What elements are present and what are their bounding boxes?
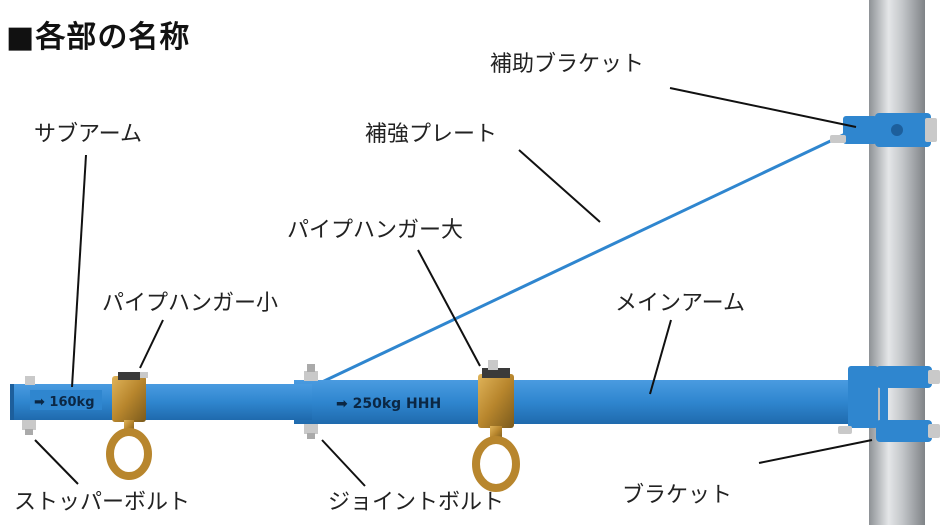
label-sub-arm: サブアーム	[34, 122, 143, 147]
label-main-arm: メインアーム	[615, 291, 746, 316]
label-auxiliary-bracket: 補助ブラケット	[490, 52, 645, 77]
leader-line-sub-arm	[71, 154, 87, 388]
leader-line-stopper-bolt	[34, 439, 79, 485]
sub-arm-marking-plate	[30, 390, 102, 410]
sub-arm-capacity-mark: ➡ 160kg	[34, 395, 95, 410]
small-pipe-hanger	[106, 372, 152, 480]
stopper-bolt	[22, 376, 36, 435]
reinforcement-plate	[321, 125, 861, 384]
page-heading: ■各部の名称	[6, 20, 191, 55]
main-arm-capacity-mark: ➡ 250kg HHH	[336, 396, 441, 412]
sub-arm-end-cap	[10, 384, 14, 420]
leader-line-pipe-hanger-small	[139, 319, 164, 369]
main-arm	[294, 380, 856, 424]
leader-line-joint-bolt	[321, 439, 366, 487]
label-pipe-hanger-small: パイプハンガー小	[102, 291, 279, 316]
vertical-pipe	[869, 0, 925, 525]
label-joint-bolt: ジョイントボルト	[328, 490, 505, 515]
label-bracket: ブラケット	[622, 483, 733, 508]
large-pipe-hanger	[472, 360, 520, 492]
leader-line-bracket	[758, 439, 873, 464]
joint-bolt	[304, 364, 318, 439]
leader-line-pipe-hanger-large	[417, 249, 481, 367]
label-reinforcement-plate: 補強プレート	[365, 122, 498, 147]
auxiliary-bracket	[830, 113, 937, 147]
main-bracket	[838, 366, 940, 442]
leader-line-auxiliary-bracket	[669, 87, 857, 128]
label-stopper-bolt: ストッパーボルト	[14, 490, 191, 515]
label-pipe-hanger-large: パイプハンガー大	[287, 218, 464, 243]
leader-line-reinforcement-plate	[518, 149, 601, 223]
leader-line-main-arm	[649, 319, 672, 395]
